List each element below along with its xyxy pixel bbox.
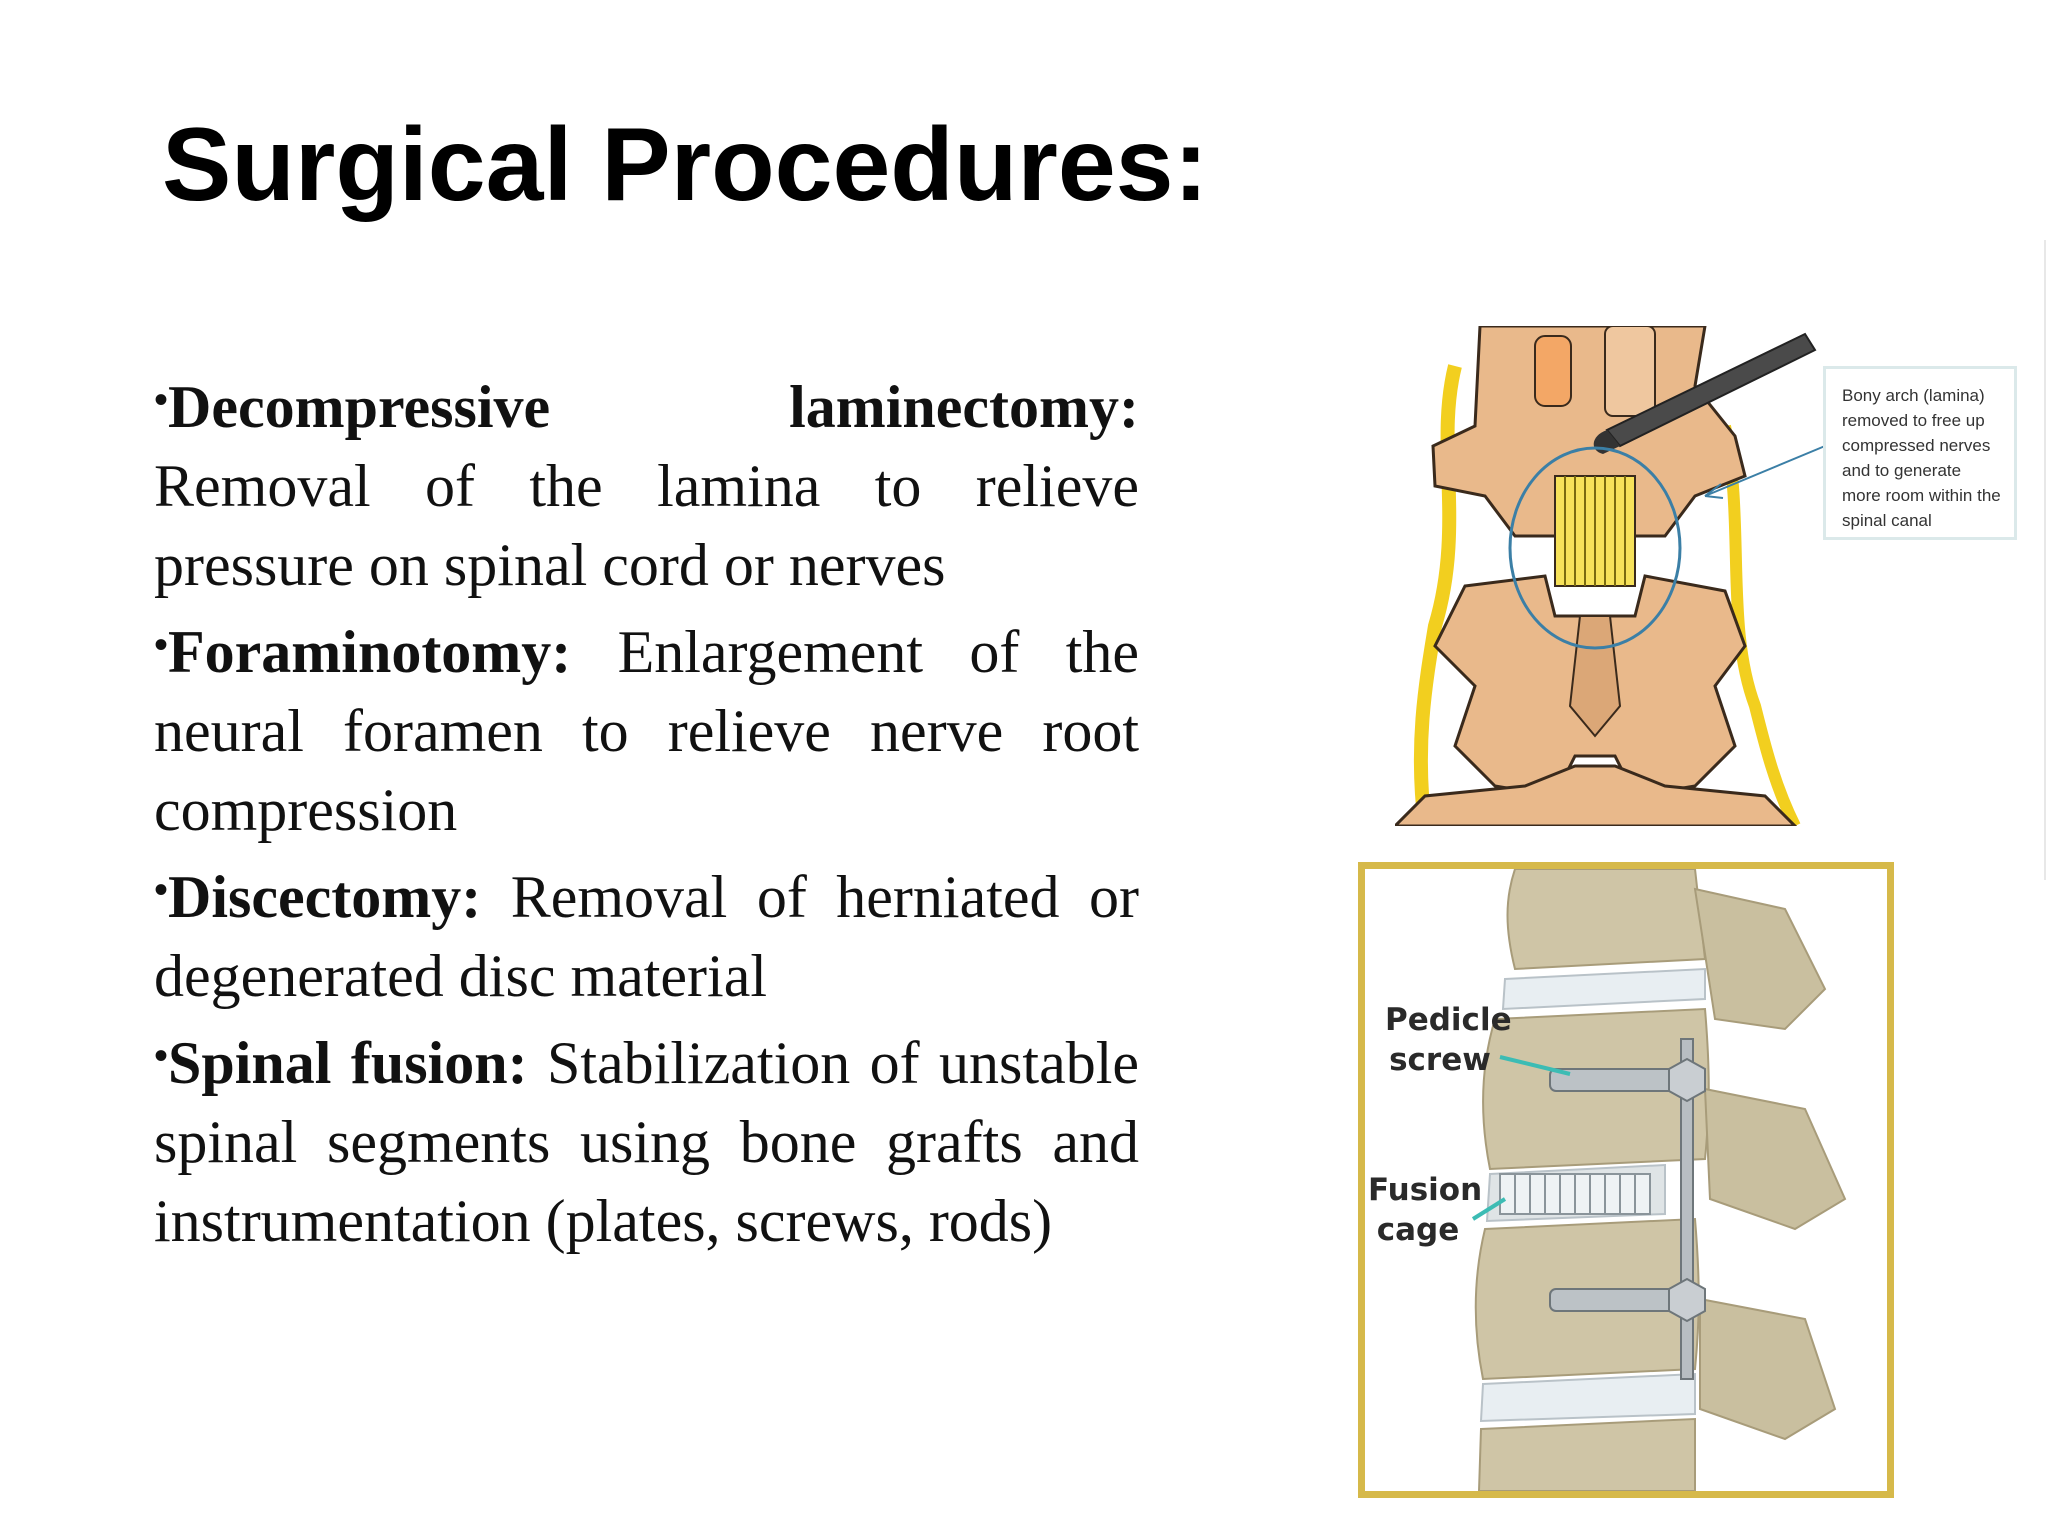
list-item: •Foraminotomy: Enlargement of the neural… [154, 605, 1139, 850]
procedure-list: •Decompressive laminectomy: Removal of t… [154, 360, 1139, 1261]
fusion-cage-label: Fusion cage [1368, 1170, 1483, 1250]
spinal-fusion-drawing [1365, 869, 1887, 1491]
procedure-term: Discectomy: [168, 864, 482, 930]
procedure-description: Stabilization of unstable spinal segment… [154, 1030, 1140, 1254]
bullet-marker: • [154, 1033, 169, 1078]
bullet-marker: • [154, 377, 169, 422]
laminectomy-drawing [1395, 326, 1826, 826]
laminectomy-illustration [1395, 326, 1865, 826]
lamina-callout: Bony arch (lamina) removed to free up co… [1823, 366, 2017, 540]
procedure-description: Removal of herniated or degenerated disc… [154, 864, 1139, 1009]
slide-title: Surgical Procedures: [162, 107, 1209, 223]
procedure-description: Removal of the lamina to relieve pressur… [154, 453, 1139, 598]
procedure-term: Spinal fusion: [168, 1030, 528, 1096]
list-item: •Decompressive laminectomy: Removal of t… [154, 360, 1139, 605]
spinal-fusion-illustration [1358, 862, 1894, 1498]
cage-label-line1: Fusion [1368, 1172, 1483, 1208]
edge-divider [2044, 240, 2046, 880]
pedicle-label-line1: Pedicle [1385, 1002, 1512, 1038]
procedure-term: Decompressive laminectomy: [168, 374, 1139, 440]
bullet-marker: • [154, 867, 169, 912]
bullet-marker: • [154, 622, 169, 667]
procedure-description: Enlargement of the neural foramen to rel… [154, 619, 1140, 843]
cage-label-line2: cage [1376, 1212, 1460, 1248]
pedicle-screw-label: Pedicle screw [1385, 1000, 1512, 1080]
pedicle-label-line2: screw [1389, 1042, 1491, 1078]
procedure-term: Foraminotomy: [168, 619, 572, 685]
list-item: •Discectomy: Removal of herniated or deg… [154, 850, 1139, 1016]
list-item: •Spinal fusion: Stabilization of unstabl… [154, 1016, 1139, 1261]
